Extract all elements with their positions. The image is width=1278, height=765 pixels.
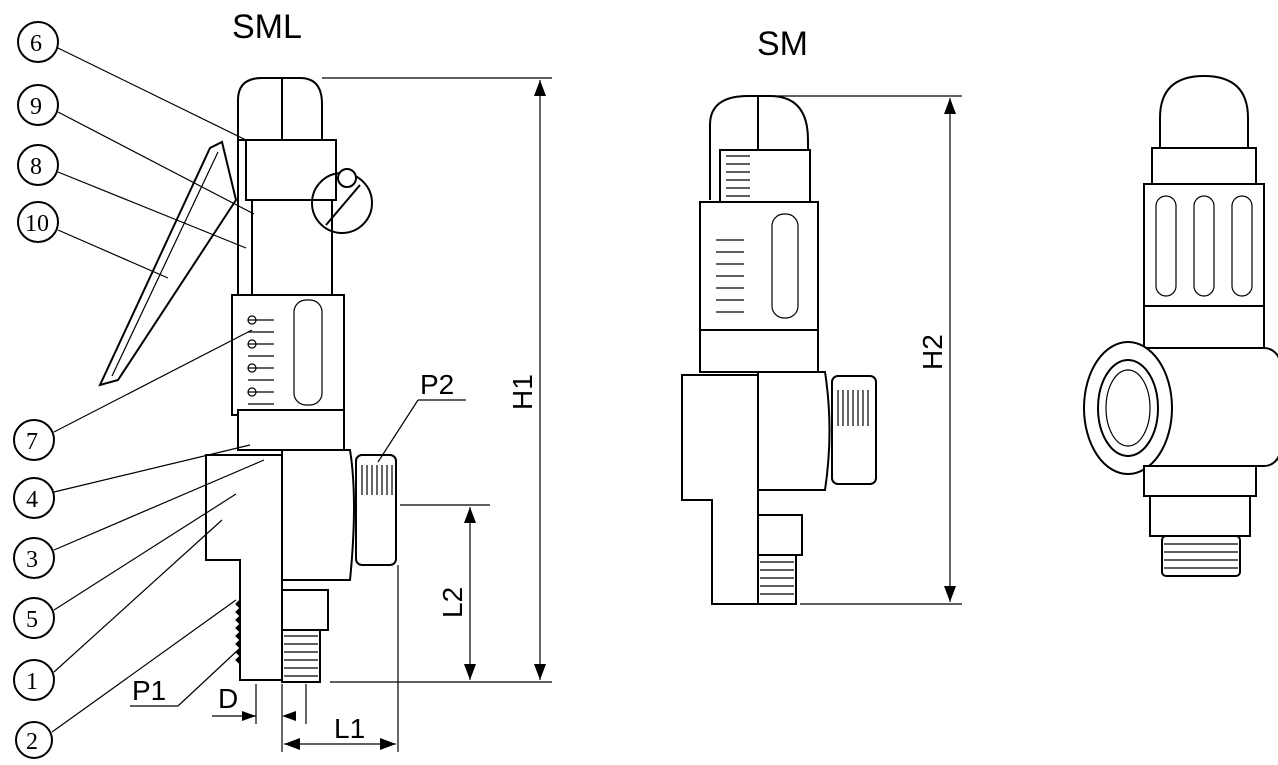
title-sml: SML: [232, 8, 302, 46]
sml-ring-knob: [337, 168, 357, 188]
sml-lever-inner: [111, 151, 219, 377]
sml-upper-body: [245, 139, 337, 201]
svg-text:8: 8: [30, 154, 42, 180]
callout-3: 3: [13, 459, 265, 579]
callout-6: 6: [17, 21, 247, 141]
dimension-h1: H1: [322, 77, 552, 683]
sml-inlet-nut: [281, 589, 329, 631]
title-sm: SM: [757, 25, 808, 63]
label-l2: L2: [437, 587, 468, 618]
sml-inlet-left: [205, 454, 283, 681]
svg-text:10: 10: [25, 211, 49, 237]
callout-group: 6 9 8 10 7 4 3 5 1 2: [13, 21, 265, 759]
dimension-p1: P1: [130, 649, 239, 707]
iso-cap: [1159, 74, 1249, 149]
sml-cap: [237, 77, 323, 300]
sm-inlet-thread: [757, 554, 797, 605]
svg-text:6: 6: [30, 31, 42, 57]
sml-housing-slot: [293, 299, 323, 406]
iso-ribs: [1155, 195, 1253, 297]
callout-1: 1: [13, 519, 223, 701]
iso-ribbed-body: [1143, 183, 1265, 307]
iso-hex-bottom: [1149, 495, 1251, 537]
sm-body-right: [757, 371, 831, 491]
sm-housing-slot: [771, 213, 799, 319]
sml-inlet-thread: [281, 629, 321, 683]
iso-hex-top: [1151, 147, 1257, 185]
sm-spring: [716, 239, 744, 313]
valve-3d-view: [1083, 74, 1278, 577]
label-d: D: [218, 683, 238, 714]
iso-hex-mid: [1143, 305, 1265, 349]
label-l1: L1: [334, 713, 365, 744]
svg-text:4: 4: [26, 487, 38, 513]
iso-collar: [1143, 465, 1257, 497]
callout-7: 7: [13, 329, 253, 461]
dimension-l1: L1: [281, 565, 399, 752]
label-h1: H1: [507, 374, 538, 410]
sm-valve-section: [681, 95, 877, 605]
sml-spring: [247, 315, 274, 405]
svg-text:5: 5: [26, 607, 38, 633]
iso-outlet-thread: [1105, 369, 1151, 447]
sm-inlet-left: [681, 374, 759, 605]
svg-text:2: 2: [26, 729, 38, 755]
sm-hex-mid: [699, 329, 819, 373]
iso-inlet-thread-lines: [1164, 543, 1238, 569]
svg-text:3: 3: [26, 547, 38, 573]
callout-10: 10: [17, 201, 169, 279]
sml-spring-housing: [231, 294, 345, 416]
label-h2: H2: [917, 334, 948, 370]
iso-inlet-thread: [1161, 535, 1241, 577]
callout-9: 9: [17, 84, 255, 215]
svg-text:9: 9: [30, 94, 42, 120]
sml-hex: [237, 409, 345, 451]
sml-valve-section: [98, 77, 397, 683]
dimension-d: D: [212, 683, 307, 724]
callout-8: 8: [17, 144, 247, 249]
svg-text:7: 7: [26, 429, 38, 455]
svg-text:1: 1: [26, 669, 38, 695]
dimension-p2: P2: [377, 369, 466, 463]
sm-inlet-nut: [757, 514, 803, 556]
sml-inlet-thread-lines: [284, 635, 318, 677]
callout-2: 2: [15, 599, 237, 759]
sml-lever: [98, 140, 238, 387]
dimension-l2: L2: [400, 504, 490, 680]
sml-outlet: [355, 454, 397, 566]
sml-ring-bar: [325, 184, 361, 226]
sm-thread-top: [726, 155, 750, 197]
iso-outlet-bore: [1097, 359, 1159, 457]
dimension-h2: H2: [770, 95, 962, 605]
callout-5: 5: [13, 493, 237, 639]
sm-inlet-thread-lines: [760, 561, 794, 595]
label-p2: P2: [420, 369, 454, 400]
sml-outlet-thread: [361, 465, 393, 495]
sml-left-thread: [235, 599, 241, 665]
sm-outlet-thread: [837, 390, 869, 426]
sm-hex-top: [719, 149, 811, 203]
sml-mid-body: [251, 199, 333, 296]
callout-4: 4: [13, 444, 251, 519]
sml-body-right: [281, 449, 355, 581]
sm-spring-housing: [699, 201, 819, 331]
label-p1: P1: [132, 675, 166, 706]
